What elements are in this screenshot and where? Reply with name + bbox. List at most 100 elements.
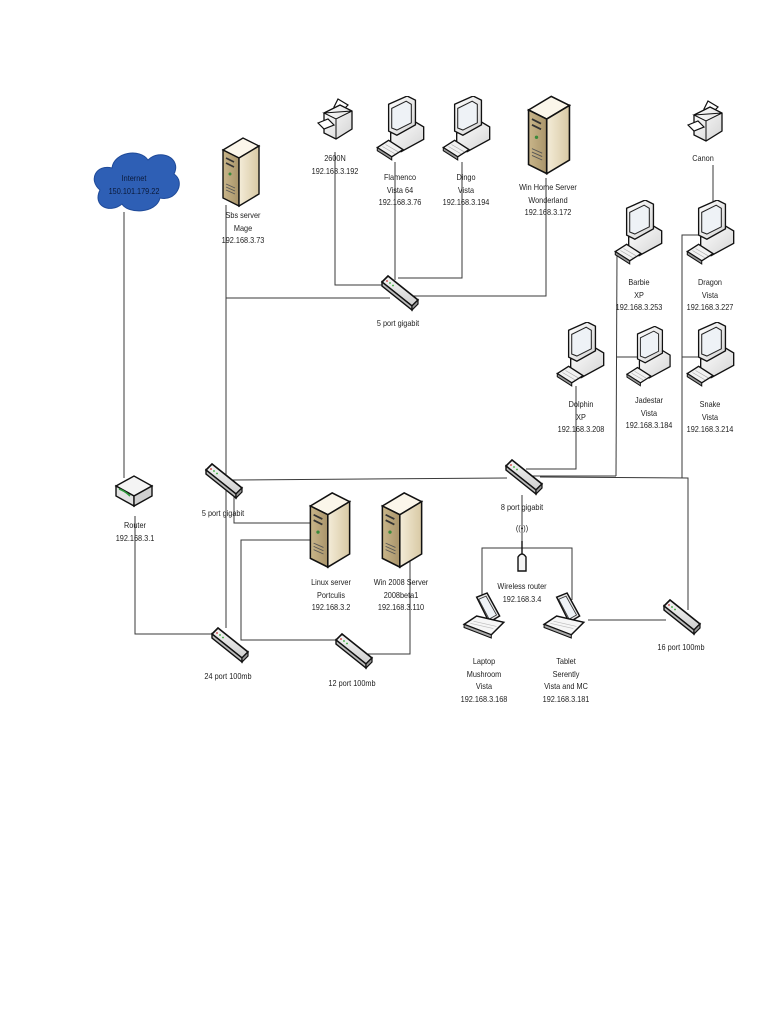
wire-linux-12port [240, 539, 345, 641]
switch-5port-top-icon [381, 275, 419, 311]
win-home-server-label: Win Home Server Wonderland 192.168.3.172 [519, 181, 577, 219]
snake-label: Snake Vista 192.168.3.214 [687, 398, 734, 436]
label-line: Win Home Server [519, 182, 577, 192]
label-line: Vista [457, 184, 475, 195]
label-line: Internet [121, 173, 147, 183]
switch-5port-mid-icon [205, 463, 243, 499]
laptop-mushroom-label: Laptop Mushroom Vista 192.168.3.168 [461, 655, 508, 705]
label-line: Snake [699, 399, 721, 409]
switch-16port-label: 16 port 100mb [657, 641, 704, 654]
wifi-signal-icon: ((•)) [515, 523, 529, 533]
wire-wireless-laptop [481, 547, 573, 600]
label-line: Router [124, 520, 146, 530]
printer-2600n-label: 2600N 192.168.3.192 [312, 152, 359, 177]
dingo-workstation-icon [442, 96, 491, 161]
label-line: Mushroom [466, 668, 502, 679]
label-line: Linux server [311, 577, 351, 587]
internet-cloud [93, 152, 180, 212]
switch-24port-icon [211, 627, 249, 663]
switch-12port-icon [335, 633, 373, 669]
barbie-label: Barbie XP 192.168.3.253 [616, 276, 663, 314]
label-line: 5 port gigabit [201, 508, 245, 518]
label-line: Laptop [472, 656, 496, 666]
label-line: 12 port 100mb [328, 678, 376, 688]
label-line: 192.168.3.1 [115, 532, 155, 543]
label-line: 192.168.3.214 [686, 424, 734, 434]
label-line: 192.168.3.253 [615, 302, 663, 312]
flamenco-workstation-icon [376, 96, 425, 161]
label-line: 24 port 100mb [204, 671, 252, 681]
label-line: Flamenco [383, 172, 417, 182]
sbs-server-icon [222, 137, 260, 207]
switch-5port-mid-label: 5 port gigabit [202, 507, 244, 520]
linux-server-label: Linux server Portculis 192.168.3.2 [311, 576, 351, 614]
switch-8port-label: 8 port gigabit [501, 501, 543, 514]
wire-2600n [334, 152, 385, 286]
win2008-server-label: Win 2008 Server 2008beta1 192.168.3.110 [374, 576, 428, 614]
label-line: 150.101.179.22 [108, 185, 160, 196]
wire-barbie-jadestar [615, 251, 618, 477]
label-line: 192.168.3.192 [311, 165, 359, 176]
label-line: 192.168.3.2 [311, 602, 351, 612]
label-line: Sbs server [225, 210, 261, 220]
label-line: 192.168.3.110 [377, 602, 425, 612]
wire-dragon-snake [681, 234, 700, 478]
internet-label: Internet 150.101.179.22 [109, 172, 160, 197]
label-line: Dingo [456, 172, 476, 182]
wire-5portb-8port [231, 477, 508, 481]
label-line: 192.168.3.227 [686, 302, 734, 312]
flamenco-label: Flamenco Vista 64 192.168.3.76 [379, 171, 422, 209]
label-line: Vista [701, 289, 719, 300]
router-label: Router 192.168.3.1 [116, 519, 155, 544]
wireless-signal: ((•)) [516, 522, 528, 535]
snake-workstation-icon [686, 322, 735, 387]
label-line: 192.168.3.168 [460, 693, 508, 704]
label-line: Vista [701, 411, 719, 422]
label-line: Canon [692, 153, 714, 163]
wireless-router-label: Wireless router 192.168.3.4 [497, 580, 546, 605]
tablet-serently-icon [543, 592, 585, 639]
label-line: 192.168.3.73 [221, 235, 265, 245]
label-line: Wireless router [497, 581, 547, 591]
dragon-workstation-icon [686, 200, 735, 265]
label-line: Mage [233, 222, 253, 233]
canon-printer-icon [687, 100, 723, 142]
printer-2600n-icon [317, 98, 353, 140]
switch-5port-top-label: 5 port gigabit [377, 317, 419, 330]
canon-label: Canon [692, 152, 714, 165]
label-line: 192.168.3.181 [542, 693, 590, 704]
dragon-label: Dragon Vista 192.168.3.227 [687, 276, 734, 314]
dingo-label: Dingo Vista 192.168.3.194 [443, 171, 490, 209]
label-line: 192.168.3.208 [557, 424, 605, 434]
label-line: 2600N [324, 153, 346, 163]
label-line: XP [576, 411, 586, 422]
wire-5porta-whs [408, 178, 547, 297]
wire-8port-right [539, 476, 689, 610]
label-line: 16 port 100mb [657, 642, 705, 652]
label-line: Win 2008 Server [373, 577, 429, 587]
wireless-router-icon [517, 540, 527, 572]
label-line: Dolphin [568, 399, 594, 409]
linux-server-icon [309, 492, 351, 568]
barbie-workstation-icon [614, 200, 663, 265]
wire-dolphin [526, 386, 577, 470]
win2008-server-icon [381, 492, 423, 568]
label-line: 192.168.3.194 [442, 197, 490, 207]
label-line: XP [634, 289, 644, 300]
wire-router-24port [134, 516, 214, 635]
jadestar-label: Jadestar Vista 192.168.3.184 [626, 394, 673, 432]
label-line: 192.168.3.172 [524, 207, 572, 217]
sbs-server-label: Sbs server Mage 192.168.3.73 [222, 209, 265, 247]
label-line: 5 port gigabit [376, 318, 420, 328]
label-line: 2008beta1 [383, 589, 419, 600]
label-line: Portculis [316, 589, 346, 600]
label-line: Vista [640, 407, 658, 418]
switch-12port-label: 12 port 100mb [328, 677, 375, 690]
wire-dingo [398, 162, 463, 279]
dolphin-workstation-icon [556, 322, 605, 387]
wire-12port-win2008 [365, 555, 411, 655]
label-line: Wonderland [528, 194, 568, 205]
jadestar-workstation-icon [626, 326, 671, 387]
label-line: Vista and MC [544, 681, 588, 691]
